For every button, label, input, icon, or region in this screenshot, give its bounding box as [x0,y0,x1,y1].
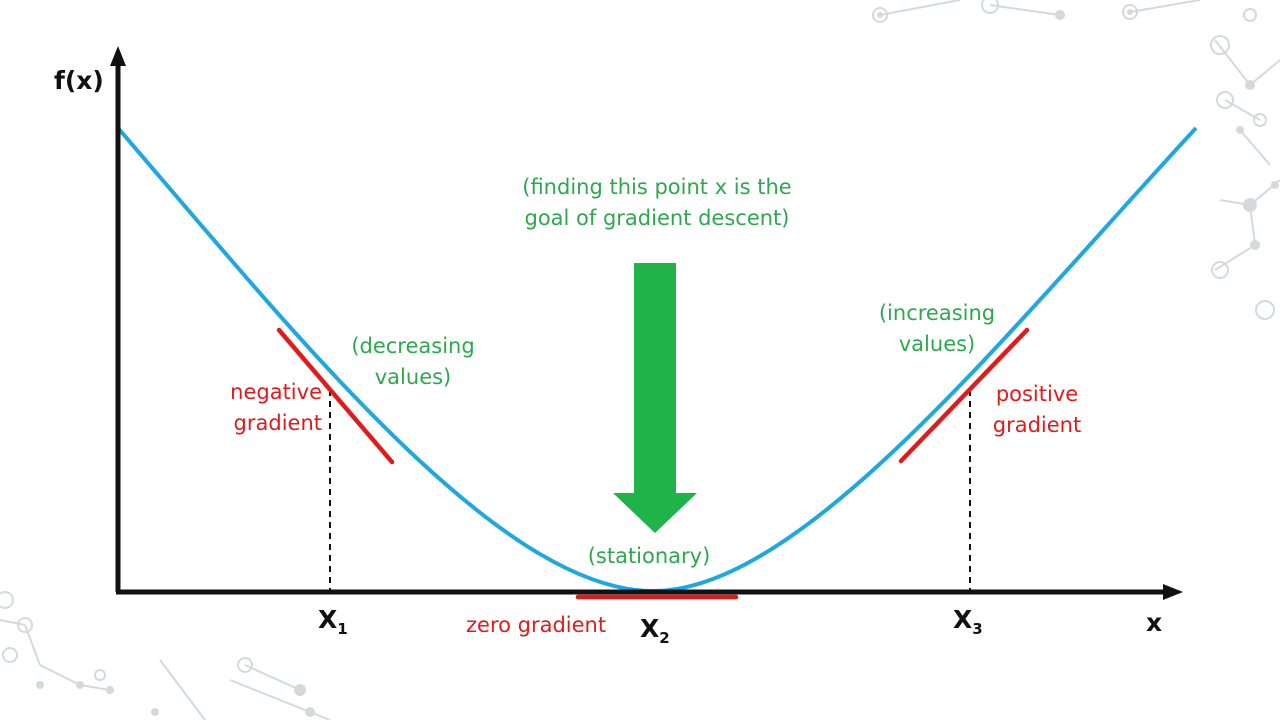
x1-label: X1 [318,605,348,638]
network-decoration-top-right [872,0,1280,320]
x-axis-arrowhead [1163,584,1183,600]
goal-arrow [613,263,697,533]
x2-label: X2 [640,614,670,647]
negative-tangent-line [276,327,395,465]
network-decoration-nodes-bottom-left [36,681,315,717]
zero-gradient-label: zero gradient [466,613,607,637]
x2-label-sub: 2 [659,629,670,647]
decreasing-annotation-line2: values) [374,365,452,389]
positive-tangent-line [898,327,1030,464]
positive-gradient-label: positive gradient [982,379,1092,441]
goal-annotation-line2: goal of gradient descent) [524,206,790,230]
goal-annotation-line1: (finding this point x is the [522,175,792,199]
x2-label-base: X [640,614,660,643]
increasing-annotation: (increasing values) [862,298,1012,360]
x1-label-sub: 1 [337,620,348,638]
decreasing-annotation: (decreasing values) [338,331,488,393]
y-axis-arrowhead [110,46,126,66]
goal-annotation: (finding this point x is the goal of gra… [482,172,832,234]
x3-label-sub: 3 [972,620,983,638]
x-axis-label: x [1146,608,1163,637]
positive-gradient-line1: positive [995,382,1079,406]
stationary-annotation: (stationary) [587,544,711,568]
negative-gradient-label: negative gradient [212,377,322,439]
y-axis-label: f(x) [54,66,104,95]
increasing-annotation-line1: (increasing [878,301,996,325]
increasing-annotation-line2: values) [898,332,976,356]
negative-gradient-line1: negative [230,380,322,404]
decreasing-annotation-line1: (decreasing [351,334,475,358]
x3-label: X3 [953,605,983,638]
x3-label-base: X [953,605,973,634]
negative-gradient-line2: gradient [233,411,322,435]
x1-label-base: X [318,605,338,634]
network-decoration-nodes-top-right [877,9,1279,250]
network-decoration-bottom-left [0,591,331,720]
positive-gradient-line2: gradient [992,413,1082,437]
